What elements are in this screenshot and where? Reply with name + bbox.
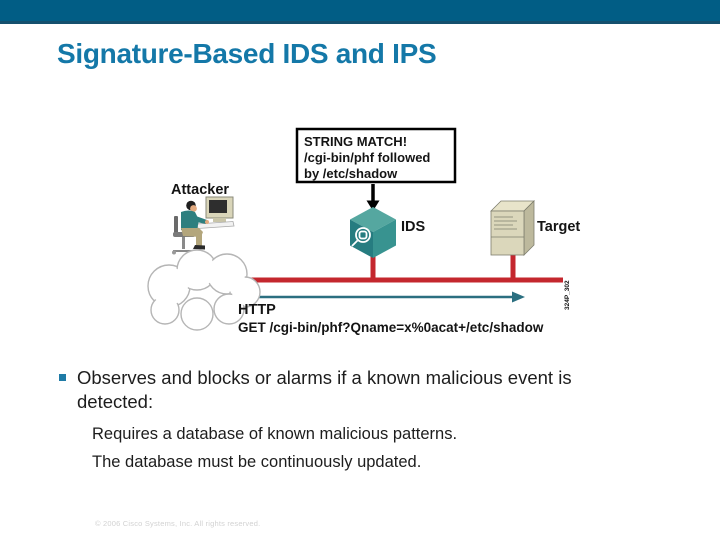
sub-bullet-text: The database must be continuously update… <box>92 453 422 471</box>
figure-id-label: 324P_302 <box>564 280 571 310</box>
callout-line-3: by /etc/shadow <box>304 166 398 181</box>
monitor-screen <box>209 200 227 213</box>
attacker-figure <box>172 196 235 255</box>
ids-sensor-cube <box>350 207 396 258</box>
callout-line-1: STRING MATCH! <box>304 134 407 149</box>
chair-back <box>174 216 178 234</box>
page-title: Signature-Based IDS and IPS <box>57 38 437 69</box>
callout-line-2: /cgi-bin/phf followed <box>304 150 430 165</box>
sub-bullet-text: Requires a database of known malicious p… <box>92 425 458 443</box>
bullet-list: Observes and blocks or alarms if a known… <box>57 366 667 472</box>
attacker-shoe <box>193 245 205 250</box>
target-server <box>490 200 535 256</box>
copyright-notice: © 2006 Cisco Systems, Inc. All rights re… <box>95 519 261 528</box>
ids-label: IDS <box>401 219 426 235</box>
callout-arrow <box>366 184 380 211</box>
bullet-text: Observes and blocks or alarms if a known… <box>77 367 572 412</box>
http-get-request-label: GET /cgi-bin/phf?Qname=x%0acat+/etc/shad… <box>238 320 544 335</box>
attacker-cloud <box>147 249 261 331</box>
chair-post <box>182 237 185 249</box>
attacker-torso <box>181 210 199 230</box>
ids-network-diagram: STRING MATCH! /cgi-bin/phf followed by /… <box>147 127 580 335</box>
magnifier-icon <box>351 227 371 247</box>
bullet-item: Observes and blocks or alarms if a known… <box>57 366 667 414</box>
http-label: HTTP <box>238 302 276 318</box>
string-match-callout-box <box>295 127 457 184</box>
bullet-marker <box>59 374 66 381</box>
attacker-label: Attacker <box>171 182 229 198</box>
top-accent-bar <box>0 0 720 24</box>
target-label: Target <box>537 219 580 235</box>
keyboard <box>196 221 235 229</box>
traffic-flow-arrow <box>258 291 525 303</box>
